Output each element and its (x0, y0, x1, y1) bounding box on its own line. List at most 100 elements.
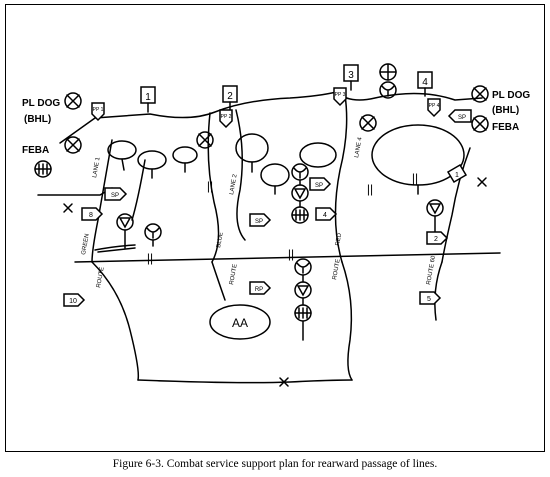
unit-oval (107, 140, 137, 160)
feba-right: FEBA (492, 122, 519, 133)
route-center-label: ROUTE (229, 264, 239, 286)
maintenance-icon (379, 81, 397, 99)
unit-oval (299, 142, 337, 168)
feba-left: FEBA (22, 145, 49, 156)
lane-flag-4: 4 (417, 71, 433, 97)
svg-text:2: 2 (434, 236, 438, 243)
svg-text:PP 1: PP 1 (93, 107, 104, 113)
route-red-line (341, 261, 353, 381)
unit-oval (137, 150, 167, 170)
passage-point-3: PP 3 (333, 87, 347, 107)
tcp-10: 10 (63, 293, 86, 307)
boundary-lane1 (131, 159, 146, 221)
tcp-4: 4 (315, 207, 338, 221)
release-point: RP (249, 281, 272, 295)
passage-point-4: PP 4 (427, 98, 441, 118)
svg-text:SP: SP (458, 115, 466, 121)
pl-dog-left: PL DOG (22, 98, 60, 109)
pl-symbol-right-top (471, 85, 489, 103)
boundary-lane3 (235, 109, 246, 241)
feba-line (59, 91, 483, 144)
route-left-label: ROUTE (96, 267, 106, 289)
crossing-mark: || (412, 171, 418, 185)
pl-symbol-center-2 (359, 114, 377, 132)
svg-text:SP: SP (315, 183, 323, 189)
svg-text:1: 1 (455, 172, 459, 179)
svg-text:PP 4: PP 4 (429, 103, 440, 109)
lane-number-4: 4 (422, 77, 428, 88)
medical-icon (379, 63, 397, 81)
crossing-mark: || (367, 182, 373, 196)
lane-number-3: 3 (348, 70, 354, 81)
figure-caption: Figure 6-3. Combat service support plan … (112, 458, 438, 470)
svg-text:RP: RP (255, 287, 263, 293)
route-green-label: GREEN (81, 233, 91, 255)
assembly-area-oval (209, 304, 271, 340)
lane-1-label: LANE 1 (92, 156, 102, 178)
svg-text:4: 4 (323, 212, 327, 219)
svg-text:5: 5 (427, 296, 431, 303)
route-red-label: RED (335, 232, 343, 246)
lane-flag-2: 2 (222, 85, 238, 111)
feeder-left (37, 187, 113, 196)
tcp-8: 8 (81, 207, 104, 221)
tcp-5: 5 (419, 291, 442, 305)
pl-symbol-left-top (64, 92, 82, 110)
unit-oval (172, 146, 198, 164)
feba-symbol-left (64, 136, 82, 154)
feeder-left-2 (94, 244, 136, 251)
svg-text:10: 10 (69, 298, 77, 305)
diagram-frame (5, 4, 545, 452)
supply-icon (294, 281, 312, 299)
tcp-2: 2 (426, 231, 449, 245)
supply-icon (426, 199, 444, 217)
maintenance-icon (291, 163, 309, 181)
passage-point-2: PP 2 (219, 109, 233, 129)
maintenance-icon (144, 223, 162, 241)
boundary-left (91, 139, 113, 263)
rear-bottom-line (137, 379, 353, 384)
feeder-left-3 (97, 247, 136, 253)
x-mark (279, 377, 289, 387)
pl-symbol-center (196, 131, 214, 149)
lane-2-label: LANE 2 (229, 173, 239, 195)
crossing-mark: || (147, 251, 153, 265)
svg-text:SP: SP (111, 193, 119, 199)
tcp-1: 1 (446, 163, 468, 184)
pl-bhl-right: (BHL) (492, 105, 519, 116)
lane-flag-3: 3 (343, 64, 359, 91)
svg-text:PP 2: PP 2 (221, 114, 232, 120)
pl-dog-right: PL DOG (492, 90, 530, 101)
start-point-lane1: SP (104, 187, 128, 201)
passage-point-1: PP 1 (91, 102, 105, 122)
feba-symbol-right (471, 115, 489, 133)
crossing-mark: || (207, 179, 213, 193)
route-60-label: ROUTE 60 (426, 255, 437, 286)
symbol-stem (124, 179, 436, 341)
rear-boundary-line (74, 252, 501, 263)
svg-text:SP: SP (255, 219, 263, 225)
lane-4-label: LANE 4 (354, 136, 364, 158)
route-blue-line (211, 261, 226, 301)
x-mark (477, 177, 487, 187)
lane-flag-1: 1 (140, 86, 156, 113)
route-red-route-label: ROUTE (332, 259, 342, 281)
start-point-center: SP (309, 177, 332, 191)
lane-number-2: 2 (227, 91, 233, 102)
start-point-lane2: SP (249, 213, 272, 227)
assembly-area-label: AA (232, 316, 248, 330)
medical-icon (294, 304, 312, 322)
unit-oval (260, 163, 290, 187)
maintenance-icon (294, 258, 312, 276)
medical-icon (34, 160, 52, 178)
crossing-mark: || (288, 247, 294, 261)
boundary-right (441, 147, 471, 263)
boundary-lane4 (334, 94, 348, 263)
route-right-line (434, 261, 443, 321)
x-mark (63, 203, 73, 213)
lane-number-1: 1 (145, 92, 151, 103)
pl-bhl-left: (BHL) (24, 114, 51, 125)
medical-icon (291, 206, 309, 224)
unit-oval (235, 133, 269, 163)
